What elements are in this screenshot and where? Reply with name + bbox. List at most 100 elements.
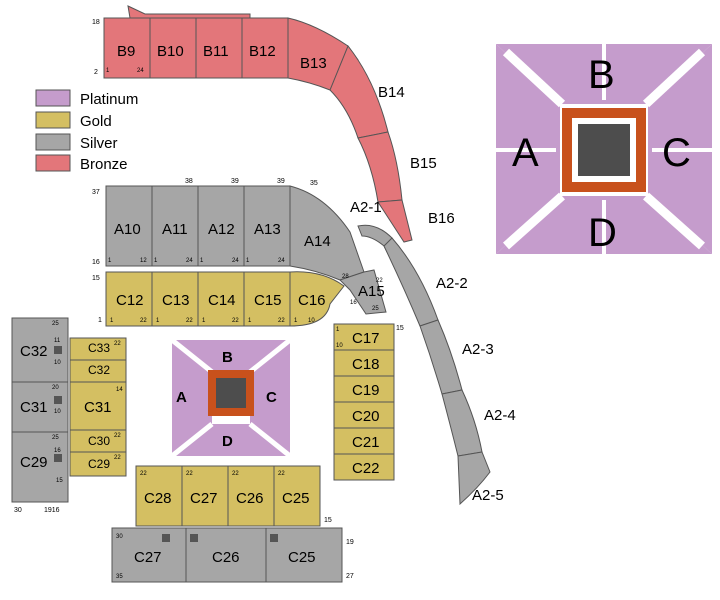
section-c31-gold-shape[interactable] xyxy=(69,381,127,431)
seat-number: 12 xyxy=(140,258,147,264)
silver-a2-sections xyxy=(357,224,491,506)
section-c17-label: C17 xyxy=(352,330,380,347)
section-c15-shape[interactable] xyxy=(243,271,291,327)
seat-number: 22 xyxy=(232,471,239,477)
seat-number: 25 xyxy=(52,321,59,327)
section-c32-gold-label: C32 xyxy=(88,363,110,377)
section-a13-label: A13 xyxy=(254,221,281,238)
aisle-marker xyxy=(54,396,62,404)
section-b14-label: B14 xyxy=(378,84,405,101)
floor-label-b: B xyxy=(222,349,233,366)
section-c14-shape[interactable] xyxy=(197,271,245,327)
seat-number: 27 xyxy=(346,573,354,580)
floor-section-b-shape[interactable] xyxy=(172,340,290,372)
legend-swatch-bronze xyxy=(35,154,71,172)
floor-section-d-shape[interactable] xyxy=(172,424,290,456)
section-b10-label: B10 xyxy=(157,43,184,60)
floor-aisle xyxy=(248,338,292,374)
section-c13-shape[interactable] xyxy=(151,271,199,327)
section-c31-gold-label: C31 xyxy=(84,399,112,416)
section-c25-gold-label: C25 xyxy=(282,490,310,507)
seat-number: 10 xyxy=(308,318,315,324)
section-c16-label: C16 xyxy=(298,292,326,309)
section-c26-silver-shape[interactable] xyxy=(185,527,267,583)
section-a2-3-shape[interactable] xyxy=(419,319,463,395)
section-c21-shape[interactable] xyxy=(333,427,395,455)
seat-number: 15 xyxy=(92,275,100,282)
section-c29-silver-shape[interactable] xyxy=(11,431,69,503)
gold-right-sections xyxy=(333,323,395,481)
floor-section-c-shape[interactable] xyxy=(250,340,290,456)
section-b16-shape[interactable] xyxy=(377,199,413,243)
section-a10-shape[interactable] xyxy=(105,185,153,267)
section-c27-silver-shape[interactable] xyxy=(111,527,187,583)
legend: Platinum Gold Silver Bronze xyxy=(35,89,138,173)
floor-label-c: C xyxy=(266,389,277,406)
seat-number: 22 xyxy=(376,278,383,284)
seat-number: 1 xyxy=(294,318,298,324)
section-a2-2-label: A2-2 xyxy=(436,275,468,292)
section-c20-label: C20 xyxy=(352,408,380,425)
section-c30-label: C30 xyxy=(88,434,110,448)
section-c29-gold-shape[interactable] xyxy=(69,451,127,477)
section-c22-shape[interactable] xyxy=(333,453,395,481)
section-b15-shape[interactable] xyxy=(357,131,403,203)
seat-number: 1916 xyxy=(44,507,60,514)
seat-number: 15 xyxy=(396,325,404,332)
section-b10-shape[interactable] xyxy=(149,17,197,79)
seat-number: 39 xyxy=(231,178,239,185)
section-a2-2-shape[interactable] xyxy=(383,237,439,327)
floor-label-a: A xyxy=(176,389,187,406)
section-b16-label: B16 xyxy=(428,210,455,227)
seat-number: 11 xyxy=(54,338,61,344)
section-c26-gold-shape[interactable] xyxy=(227,465,275,527)
section-a2-1-label: A2-1 xyxy=(350,199,382,216)
seat-number: 35 xyxy=(310,180,318,187)
seat-number: 2 xyxy=(94,69,98,76)
section-a2-5-shape[interactable] xyxy=(457,451,491,506)
seat-number: 1 xyxy=(106,68,110,74)
floor-section-a-shape[interactable] xyxy=(172,340,212,456)
section-c12-label: C12 xyxy=(116,292,144,309)
seat-number: 20 xyxy=(52,385,59,391)
seat-number: 1 xyxy=(248,318,252,324)
section-c25-silver-label: C25 xyxy=(288,549,316,566)
legend-label-platinum: Platinum xyxy=(80,91,138,108)
section-c25-gold-shape[interactable] xyxy=(273,465,321,527)
legend-swatch-platinum xyxy=(35,89,71,107)
section-b15-label: B15 xyxy=(410,155,437,172)
seat-number: 30 xyxy=(14,507,22,514)
section-a15-label: A15 xyxy=(358,283,385,300)
seat-number: 39 xyxy=(277,178,285,185)
section-c25-silver-shape[interactable] xyxy=(265,527,343,583)
section-c31-silver-shape[interactable] xyxy=(11,381,69,433)
section-c31-silver-label: C31 xyxy=(20,399,48,416)
section-b12-label: B12 xyxy=(249,43,276,60)
seat-number: 14 xyxy=(116,387,123,393)
section-a2-4-shape[interactable] xyxy=(441,389,483,457)
section-c19-label: C19 xyxy=(352,382,380,399)
section-c29-gold-label: C29 xyxy=(88,457,110,471)
section-c12-shape[interactable] xyxy=(105,271,153,327)
seat-number: 28 xyxy=(342,274,349,280)
seat-number: 10 xyxy=(54,360,61,366)
section-c16-shape[interactable] xyxy=(289,271,345,327)
seat-number: 35 xyxy=(116,574,123,580)
section-c27-gold-shape[interactable] xyxy=(181,465,229,527)
section-a11-shape[interactable] xyxy=(151,185,199,267)
section-c13-label: C13 xyxy=(162,292,190,309)
seat-number: 15 xyxy=(56,478,63,484)
gold-left-sections xyxy=(69,337,127,477)
seat-number: 1 xyxy=(200,258,204,264)
seat-number: 22 xyxy=(278,318,285,324)
section-b13-label: B13 xyxy=(300,55,327,72)
silver-bottom-sections xyxy=(111,527,343,583)
aisle-marker xyxy=(190,534,198,542)
legend-label-gold: Gold xyxy=(80,113,112,130)
section-a15-shape[interactable] xyxy=(339,269,387,315)
section-c32-silver-label: C32 xyxy=(20,343,48,360)
section-a12-shape[interactable] xyxy=(197,185,245,267)
section-c28-shape[interactable] xyxy=(135,465,183,527)
legend-swatch-gold xyxy=(35,111,71,129)
section-a2-5-label: A2-5 xyxy=(472,487,504,504)
